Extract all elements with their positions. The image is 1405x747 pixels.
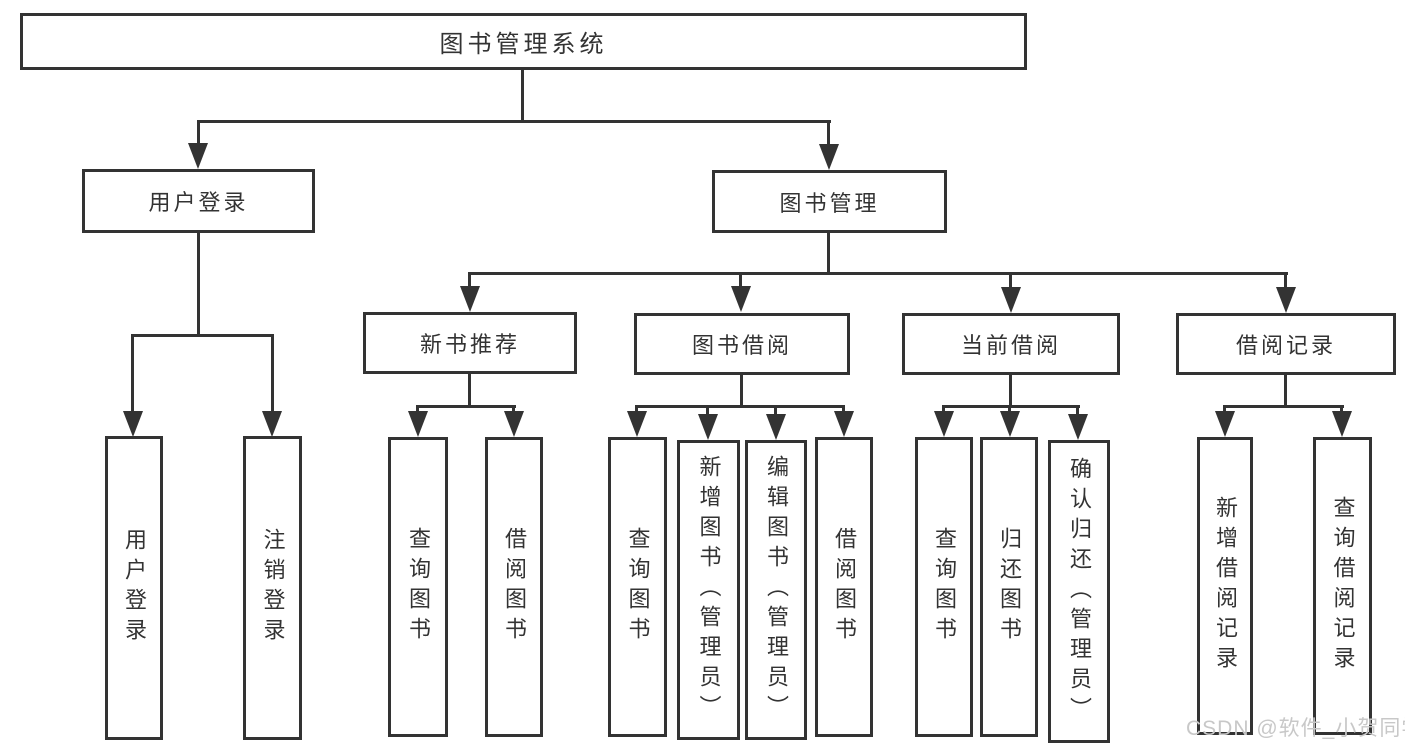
- node-new-book-recommend: 新书推荐: [363, 312, 577, 374]
- leaf-query-books: 查询图书: [915, 437, 973, 737]
- node-current-borrow: 当前借阅: [902, 313, 1120, 375]
- connector-book-borrow-rail: [635, 405, 845, 408]
- leaf-query-books: 查询图书: [388, 437, 448, 737]
- leaf-query-books: 查询图书: [608, 437, 667, 737]
- connector-new-book-rail: [416, 405, 516, 408]
- arrow-down-icon: [1332, 411, 1352, 437]
- connector-drop: [1223, 405, 1226, 416]
- arrow-down-icon: [504, 411, 524, 437]
- arrow-down-icon: [731, 286, 751, 312]
- node-library-management-system: 图书管理系统: [20, 13, 1027, 70]
- arrow-down-icon: [834, 411, 854, 437]
- leaf-logout-login: 注销登录: [243, 436, 302, 740]
- arrow-down-icon: [188, 143, 208, 169]
- connector-drop: [512, 405, 515, 416]
- connector-new-book-stem: [468, 374, 471, 408]
- connector-book-management-rail: [468, 272, 1288, 275]
- leaf-query-borrow-record: 查询借阅记录: [1313, 437, 1372, 735]
- connector-user-login-drop: [131, 334, 134, 414]
- leaf-add-books-admin: 新增图书（管理员）: [677, 440, 740, 740]
- connector-current-borrow-rail: [942, 405, 1080, 408]
- arrow-down-icon: [262, 411, 282, 437]
- arrow-down-icon: [698, 414, 718, 440]
- leaf-edit-books-admin: 编辑图书（管理员）: [745, 440, 807, 740]
- connector-current-borrow-stem: [1009, 375, 1012, 408]
- connector-root-stem: [521, 70, 524, 123]
- connector-drop: [774, 405, 777, 416]
- connector-borrow-records-stem: [1284, 375, 1287, 408]
- arrow-down-icon: [627, 411, 647, 437]
- connector-drop: [942, 405, 945, 416]
- connector-drop: [635, 405, 638, 416]
- arrow-down-icon: [1068, 414, 1088, 440]
- connector-drop: [1008, 405, 1011, 416]
- connector-drop: [1340, 405, 1343, 416]
- csdn-watermark: CSDN @软件_小贺同学: [1186, 717, 1405, 740]
- connector-borrow-records-rail: [1223, 405, 1344, 408]
- arrow-down-icon: [766, 414, 786, 440]
- arrow-down-icon: [460, 286, 480, 312]
- connector-drop: [842, 405, 845, 416]
- node-book-borrow: 图书借阅: [634, 313, 850, 375]
- node-book-management: 图书管理: [712, 170, 947, 233]
- connector-drop: [416, 405, 419, 416]
- connector-user-login-rail: [131, 334, 274, 337]
- connector-drop: [1009, 272, 1012, 290]
- arrow-down-icon: [1215, 411, 1235, 437]
- node-user-login: 用户登录: [82, 169, 315, 233]
- connector-drop: [739, 272, 742, 290]
- node-borrow-records: 借阅记录: [1176, 313, 1396, 375]
- leaf-user-login: 用户登录: [105, 436, 163, 740]
- leaf-borrow-books: 借阅图书: [485, 437, 543, 737]
- leaf-return-books: 归还图书: [980, 437, 1038, 737]
- arrow-down-icon: [408, 411, 428, 437]
- leaf-add-borrow-record: 新增借阅记录: [1197, 437, 1253, 735]
- connector-drop: [1284, 272, 1287, 290]
- leaf-borrow-books: 借阅图书: [815, 437, 873, 737]
- connector-root-drop-left: [197, 120, 200, 149]
- arrow-down-icon: [1001, 287, 1021, 313]
- connector-drop: [468, 272, 471, 290]
- arrow-down-icon: [1276, 287, 1296, 313]
- connector-user-login-drop: [271, 334, 274, 414]
- connector-root-drop-right: [827, 120, 830, 149]
- arrow-down-icon: [819, 144, 839, 170]
- connector-book-management-stem: [827, 233, 830, 275]
- connector-drop: [1076, 405, 1079, 416]
- arrow-down-icon: [934, 411, 954, 437]
- arrow-down-icon: [123, 411, 143, 437]
- arrow-down-icon: [1000, 411, 1020, 437]
- leaf-confirm-return-admin: 确认归还（管理员）: [1048, 440, 1110, 743]
- connector-book-borrow-stem: [740, 375, 743, 408]
- connector-drop: [706, 405, 709, 416]
- connector-user-login-stem: [197, 233, 200, 337]
- connector-root-rail: [197, 120, 831, 123]
